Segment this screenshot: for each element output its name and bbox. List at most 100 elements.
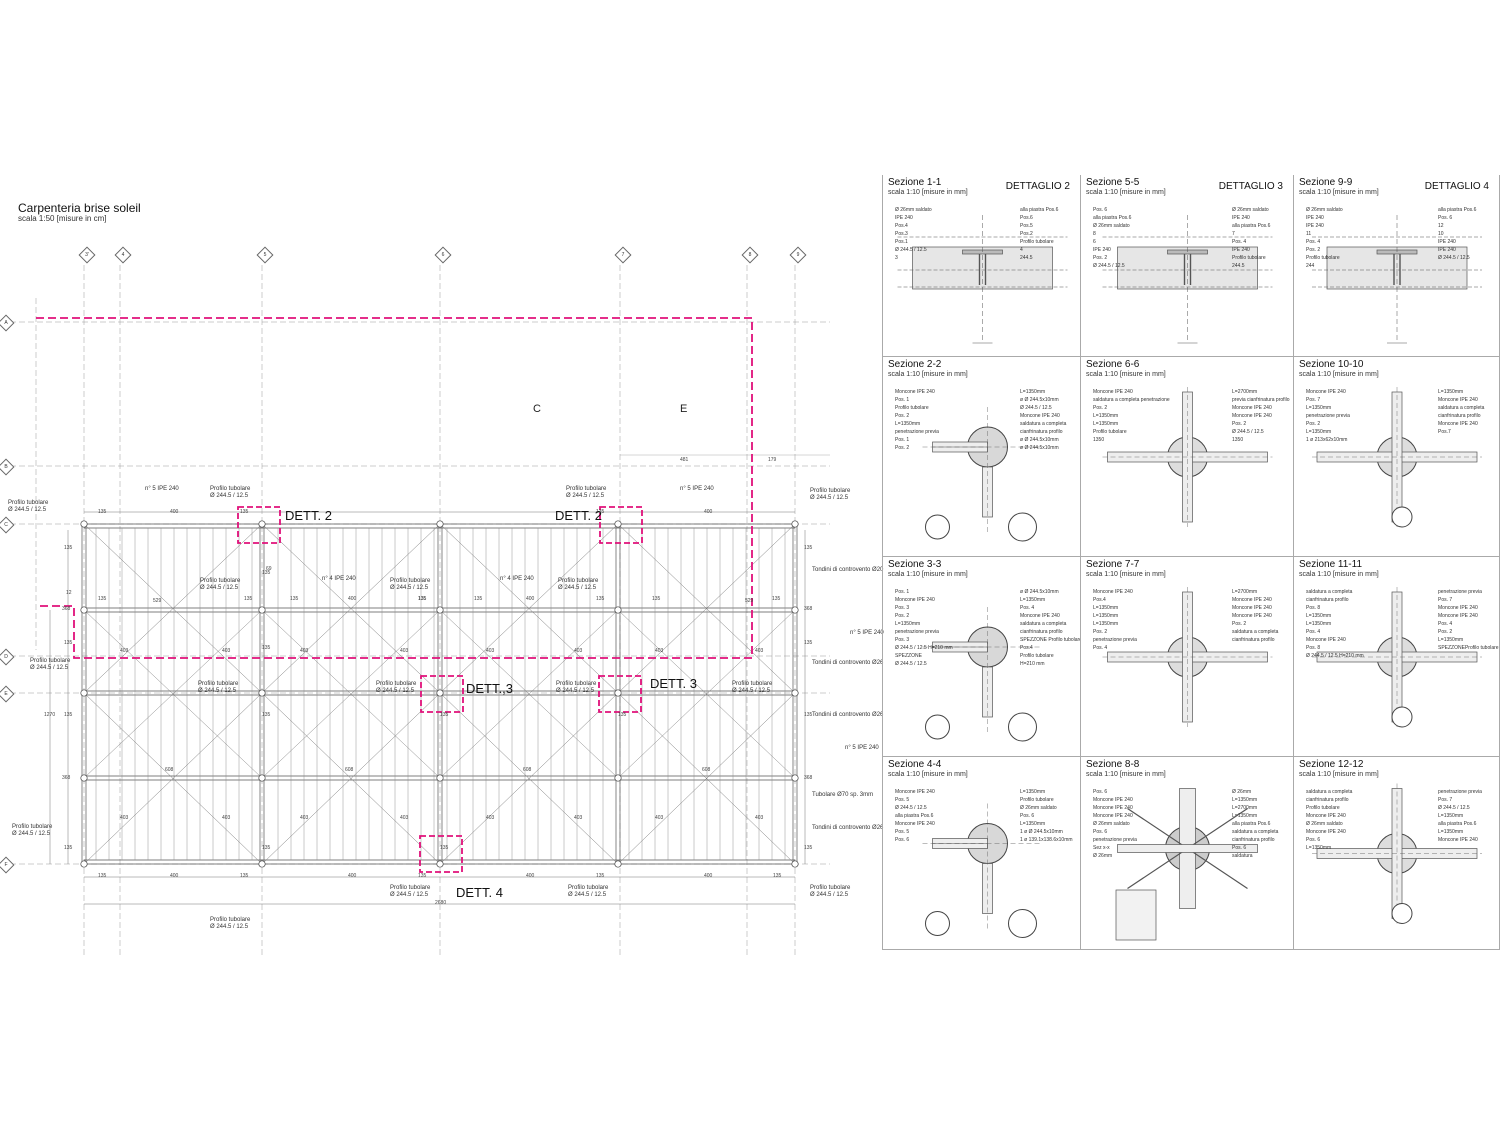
dimension-value: 403: [222, 815, 231, 821]
bracing-rod: [617, 609, 796, 779]
section-note: Pos. 2: [895, 413, 910, 419]
section-note: Moncone IPE 240: [895, 789, 935, 795]
bracing-rod: [617, 692, 796, 865]
dimension-value: 403: [755, 648, 764, 654]
dimension-value: 135: [804, 545, 813, 551]
dimension-value: 135: [64, 545, 73, 551]
dimension-value: 400: [348, 596, 357, 602]
dimension-value: 135: [418, 596, 427, 602]
dimension-value: 179: [768, 457, 777, 463]
node-circle: [791, 606, 799, 614]
dimension-value: 135: [240, 873, 249, 879]
section-note: ø Ø 244.5x10mm: [1020, 589, 1059, 595]
section-note: Ø 26mm saldato: [1093, 223, 1130, 229]
section-title: Sezione 4-4: [888, 759, 942, 770]
section-note: L=1350mm: [1232, 813, 1258, 819]
dimension-value: 135: [64, 640, 73, 646]
dimension-value: 403: [120, 815, 129, 821]
section-note: Ø 244.5 / 12.5: [1438, 805, 1470, 811]
section-note: Profilo tubolare: [1306, 255, 1340, 261]
section-drawing: [1102, 387, 1273, 527]
dimension-value: 368: [804, 775, 813, 781]
dimension-value: 403: [655, 648, 664, 654]
section-note: L=1350mm: [1438, 389, 1464, 395]
structural-plan-drawing: [10, 265, 830, 955]
section-note: Pos. 2: [895, 613, 910, 619]
section-note: Pos. 1: [895, 437, 910, 443]
section-scale: scala 1:10 [misure in mm]: [1299, 771, 1379, 778]
section-note: Moncone IPE 240: [1438, 397, 1478, 403]
node-circle: [80, 520, 88, 528]
section-note: saldatura a completa: [1306, 789, 1353, 795]
dimension-value: 135: [290, 596, 299, 602]
section-note: Moncone IPE 240: [1093, 389, 1133, 395]
section-note: Pos.4: [1020, 645, 1033, 651]
section-note: cianfrinatura profilo: [1438, 413, 1481, 419]
section-note: L=1350mm: [1093, 413, 1119, 419]
section-note: Ø 26mm: [1093, 853, 1113, 859]
section-note: cianfrinatura profilo: [1232, 837, 1275, 843]
dimension-value: 135: [262, 845, 271, 851]
section-title: Sezione 11-11: [1299, 559, 1363, 570]
node-circle: [436, 774, 444, 782]
section-scale: scala 1:10 [misure in mm]: [1086, 371, 1166, 378]
dimension-value: 135: [98, 509, 107, 515]
dimension-value: 135: [440, 845, 449, 851]
section-note: L=2700mm: [1232, 589, 1258, 595]
section-note: Pos. 5: [895, 797, 910, 803]
section-drawing: [1115, 788, 1258, 941]
dimension-value: 135: [262, 570, 271, 576]
section-note: Pos. 1: [895, 589, 910, 595]
section-drawing: [1312, 215, 1482, 344]
node-circle: [80, 606, 88, 614]
section-note: SPEZZONE: [895, 653, 922, 659]
section-note: 1 ø 213x62x10mm: [1306, 437, 1348, 443]
section-title: Sezione 6-6: [1086, 359, 1140, 370]
dimension-value: 481: [680, 457, 689, 463]
dimension-value: 608: [523, 767, 532, 773]
section-note: L=1350mm: [1306, 405, 1332, 411]
dimension-value: 135: [262, 712, 271, 718]
detail-callout-box: [237, 506, 281, 544]
tube-section: [1391, 903, 1413, 924]
dimension-value: 400: [170, 873, 179, 879]
tube-label: Tubolare Ø70 sp. 3mm: [812, 792, 874, 798]
section-title: Sezione 10-10: [1299, 359, 1364, 370]
plan-title: Carpenteria brise soleil: [18, 201, 141, 215]
section-note: Ø 244.5 / 12.5 H=210 mm: [1306, 653, 1364, 659]
section-note: Pos. 5: [895, 829, 910, 835]
section-drawing: [922, 803, 1043, 938]
section-title: Sezione 7-7: [1086, 559, 1140, 570]
section-note: 8: [1093, 231, 1096, 237]
dimension-value: 403: [300, 815, 309, 821]
section-note: 3: [895, 255, 898, 261]
section-note: IPE 240: [1438, 247, 1456, 253]
section-note: penetrazione previa: [1306, 413, 1350, 419]
detail-callout-label: DETT.,3: [466, 681, 513, 696]
section-note: 10: [1438, 231, 1444, 237]
section-note: Pos.4: [895, 223, 908, 229]
dimension-value: 135: [804, 712, 813, 718]
bracing-rod: [261, 523, 441, 694]
section-note: IPE 240: [1438, 239, 1456, 245]
section-note: Profilo tubolare: [1093, 429, 1127, 435]
dimension-value: 403: [400, 815, 409, 821]
section-note: Pos. 6: [1020, 813, 1035, 819]
bracing-rod: [261, 609, 441, 779]
section-note: Moncone IPE 240: [1232, 605, 1272, 611]
tube-section: [925, 514, 950, 540]
section-note: Ø 26mm saldato: [895, 207, 932, 213]
dimension-value: 135: [440, 712, 449, 718]
section-plate: [1115, 889, 1157, 941]
section-note: Pos. 2: [895, 445, 910, 451]
section-note: penetrazione previa: [1093, 837, 1137, 843]
section-note: L=1350mm: [1306, 621, 1332, 627]
section-note: Moncone IPE 240: [1306, 829, 1346, 835]
